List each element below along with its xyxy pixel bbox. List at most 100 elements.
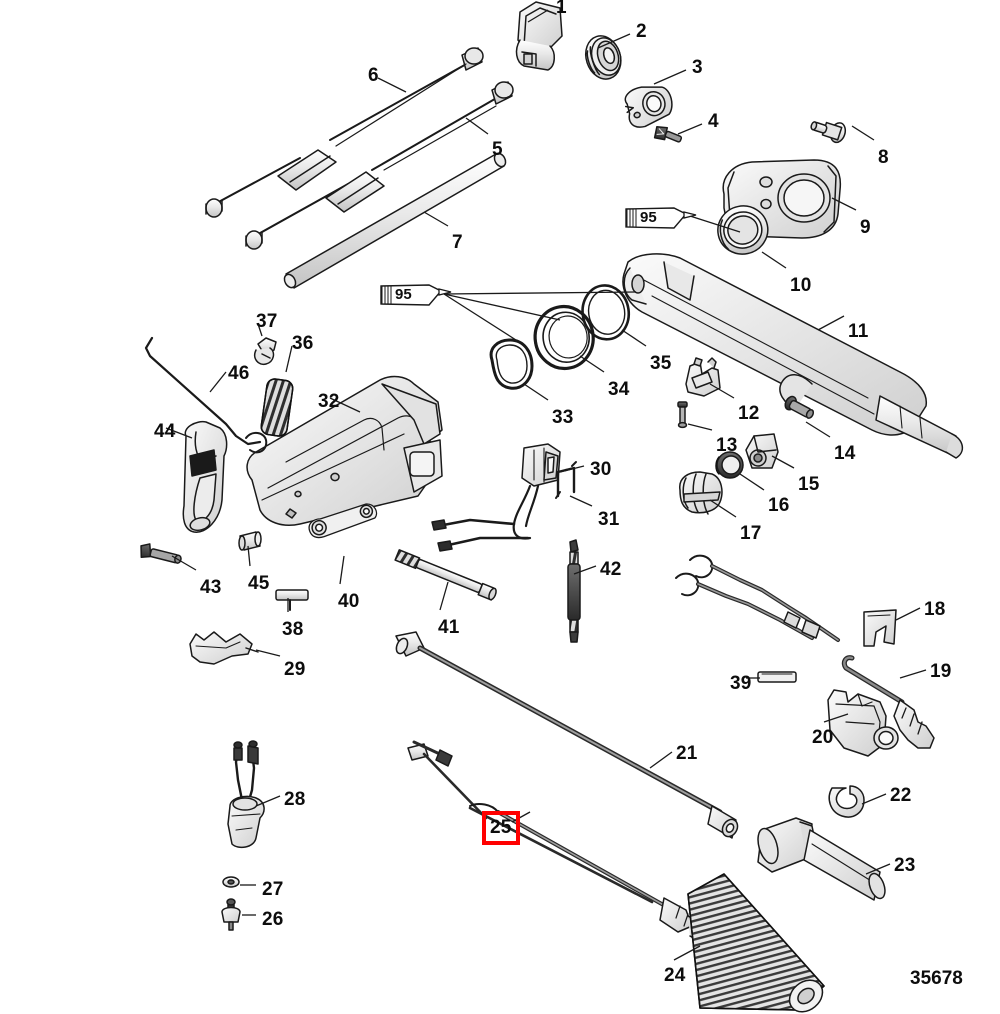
- part-27-shape: [222, 876, 240, 888]
- part-callout-36[interactable]: 36: [292, 333, 314, 354]
- part-callout-37[interactable]: 37: [256, 311, 278, 332]
- part-callout-5[interactable]: 5: [492, 139, 503, 160]
- part-callout-32[interactable]: 32: [318, 391, 340, 412]
- leader-line-8: [851, 125, 875, 141]
- leader-line-25: [511, 811, 531, 823]
- part-callout-38[interactable]: 38: [282, 619, 304, 640]
- leader-line-33: [523, 383, 549, 401]
- part-callout-2[interactable]: 2: [636, 21, 647, 42]
- part-callout-8[interactable]: 8: [878, 147, 889, 168]
- part-callout-30[interactable]: 30: [590, 459, 612, 480]
- leader-line-2: [597, 33, 631, 49]
- part-callout-16[interactable]: 16: [768, 495, 790, 516]
- part-3-shape: [624, 86, 673, 128]
- part-8-shape: [810, 121, 847, 144]
- leader-line-14: [805, 421, 831, 438]
- leader-line-20: [823, 713, 849, 723]
- part-35-shape: [581, 284, 631, 341]
- highlighted-part-box[interactable]: [482, 811, 520, 845]
- part-callout-3[interactable]: 3: [692, 57, 703, 78]
- part-callout-14[interactable]: 14: [834, 443, 856, 464]
- part-25-shape: [407, 740, 704, 943]
- part-callout-42[interactable]: 42: [600, 559, 622, 580]
- part-callout-26[interactable]: 26: [262, 909, 284, 930]
- leader-line-17: [709, 499, 737, 518]
- part-14-shape: [784, 395, 815, 419]
- part-callout-39[interactable]: 39: [730, 673, 752, 694]
- part-callout-41[interactable]: 41: [438, 617, 460, 638]
- part-30-shape: [431, 443, 561, 552]
- leader-line-31: [569, 495, 593, 507]
- leader-line-5: [465, 117, 489, 135]
- part-callout-6[interactable]: 6: [368, 65, 379, 86]
- part-callout-1[interactable]: 1: [556, 0, 567, 18]
- part-10-shape: [717, 205, 769, 255]
- leader-line-4: [677, 123, 703, 135]
- part-19-shape: [841, 655, 935, 749]
- part-callout-27[interactable]: 27: [262, 879, 284, 900]
- part-callout-43[interactable]: 43: [200, 577, 222, 598]
- part-39-shape: [757, 671, 797, 683]
- part-callout-31[interactable]: 31: [598, 509, 620, 530]
- part-4-shape: [653, 126, 683, 143]
- part-37-shape: [254, 337, 277, 366]
- leader-line-46: [209, 371, 227, 393]
- lubricant-leader-0-0: [689, 215, 741, 233]
- part-callout-15[interactable]: 15: [798, 474, 820, 495]
- leader-line-35: [621, 329, 647, 347]
- part-callout-4[interactable]: 4: [708, 111, 719, 132]
- part-callout-18[interactable]: 18: [924, 599, 946, 620]
- leader-line-22: [861, 793, 887, 805]
- part-callout-46[interactable]: 46: [228, 363, 250, 384]
- leader-line-10: [761, 251, 787, 269]
- part-callout-17[interactable]: 17: [740, 523, 762, 544]
- part-12-shape: [685, 357, 721, 397]
- part-callout-19[interactable]: 19: [930, 661, 952, 682]
- leader-line-9: [831, 197, 857, 211]
- part-callout-11[interactable]: 11: [848, 321, 869, 342]
- leader-line-44: [165, 427, 193, 439]
- leader-line-15: [771, 455, 795, 469]
- leader-line-42: [573, 565, 597, 575]
- part-callout-25[interactable]: 25: [490, 817, 512, 838]
- leader-line-28: [255, 795, 281, 807]
- leader-line-36: [285, 345, 293, 373]
- part-callout-33[interactable]: 33: [552, 407, 574, 428]
- lubricant-leader-1-2: [443, 291, 637, 295]
- leader-line-13: [687, 423, 713, 431]
- leader-line-23: [865, 863, 891, 875]
- leader-lines: [165, 9, 927, 961]
- lubricant-tube-label: 95: [640, 209, 657, 226]
- part-callout-40[interactable]: 40: [338, 591, 360, 612]
- part-callout-23[interactable]: 23: [894, 855, 916, 876]
- part-callout-28[interactable]: 28: [284, 789, 306, 810]
- part-16-shape: [715, 451, 744, 479]
- part-46-shape: [144, 336, 268, 454]
- part-36-shape: [260, 378, 294, 437]
- part-callout-20[interactable]: 20: [812, 727, 834, 748]
- part-callout-29[interactable]: 29: [284, 659, 306, 680]
- part-callout-12[interactable]: 12: [738, 403, 760, 424]
- leader-line-18: [895, 607, 921, 621]
- part-callout-24[interactable]: 24: [664, 965, 686, 986]
- part-45-shape: [238, 531, 262, 551]
- lubricant-leader-1-1: [443, 293, 561, 321]
- part-callout-35[interactable]: 35: [650, 353, 672, 374]
- part-callout-13[interactable]: 13: [716, 435, 738, 456]
- part-callout-10[interactable]: 10: [790, 275, 812, 296]
- part-callout-21[interactable]: 21: [676, 743, 698, 764]
- part-43-shape: [140, 543, 182, 564]
- leader-line-3: [653, 69, 687, 85]
- leader-line-30: [559, 465, 585, 473]
- part-callout-34[interactable]: 34: [608, 379, 630, 400]
- figure-id-label: 35678: [910, 968, 963, 989]
- part-23-shape: [757, 817, 886, 901]
- part-callout-9[interactable]: 9: [860, 217, 871, 238]
- part-41-shape: [394, 549, 497, 601]
- part-callout-7[interactable]: 7: [452, 232, 463, 253]
- part-callout-22[interactable]: 22: [890, 785, 912, 806]
- part-callout-44[interactable]: 44: [154, 421, 176, 442]
- part-callout-45[interactable]: 45: [248, 573, 270, 594]
- part-11-shape: [622, 253, 964, 459]
- part-24-shape: [687, 873, 825, 1013]
